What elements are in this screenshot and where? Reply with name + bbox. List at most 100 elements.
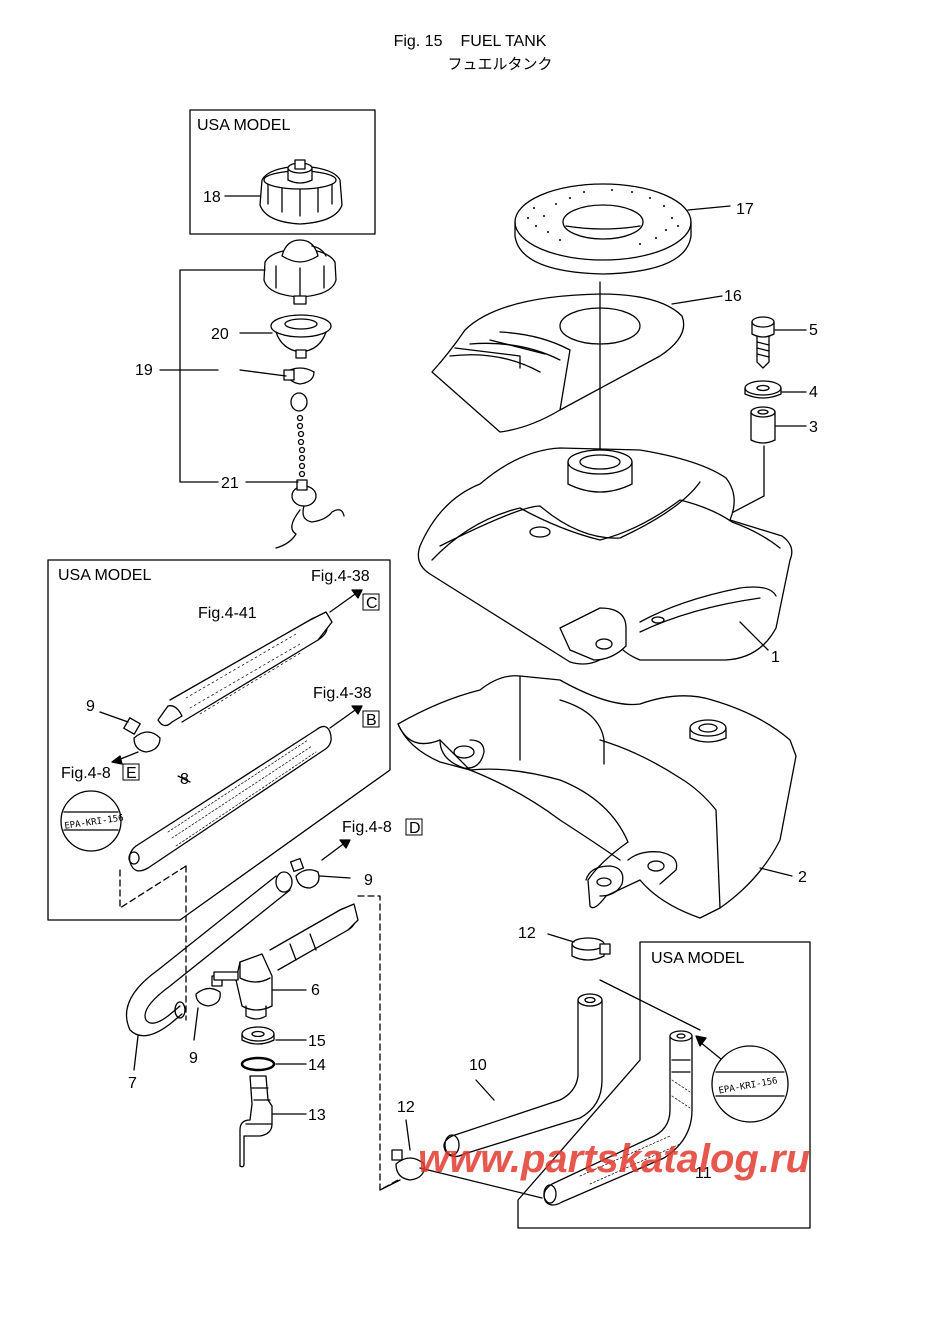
leader-9-upper	[99, 711, 129, 723]
callout-12-lower: 12	[397, 1099, 415, 1116]
seal-part-20	[270, 314, 332, 359]
callout-9-lower: 9	[189, 1050, 198, 1067]
arrow-b-line	[329, 707, 359, 729]
leader-9-mid	[319, 875, 351, 879]
usa-model-label-bottom: USA MODEL	[651, 950, 744, 967]
usa-model-label-top: USA MODEL	[197, 117, 290, 134]
arrow-c-head	[351, 589, 363, 599]
callout-10: 10	[469, 1057, 487, 1074]
arrow-b-head	[351, 705, 363, 715]
ref-fig-4-38-c: Fig.4-38	[311, 568, 370, 585]
callout-12-upper: 12	[518, 925, 536, 942]
leader-1	[739, 621, 769, 651]
leader-10	[475, 1079, 495, 1101]
clamp-part-12-lower	[391, 1149, 425, 1181]
hose-fig-4-41	[157, 611, 333, 727]
leader-7	[133, 1035, 139, 1071]
fuel-cock-part-6	[213, 903, 359, 1020]
bracket-19	[179, 269, 266, 483]
callout-7: 7	[128, 1075, 137, 1092]
ref-box-c-label: C	[366, 595, 378, 612]
callout-15: 15	[308, 1033, 326, 1050]
ref-box-e	[122, 763, 140, 781]
strainer-part-13	[239, 1075, 273, 1168]
bolt-part-5	[751, 316, 775, 369]
usa-model-box-bottom	[517, 941, 811, 1229]
callout-18: 18	[203, 189, 221, 206]
fuel-tank-part-1	[417, 447, 793, 665]
hose-part-11	[543, 1030, 693, 1206]
callout-9-mid: 9	[364, 872, 373, 889]
link-line-10-11	[599, 979, 701, 1031]
ref-box-d	[405, 818, 423, 836]
arrow-d-line	[321, 841, 347, 861]
washer-part-15	[241, 1026, 275, 1045]
callout-19: 19	[135, 362, 153, 379]
leader-16	[671, 295, 723, 305]
ref-fig-4-8-d: Fig.4-8	[342, 819, 392, 836]
leader-17	[687, 205, 731, 211]
pad-part-17	[514, 183, 692, 275]
clamp-part-9-upper	[123, 717, 161, 753]
clamp-part-12-upper	[571, 937, 611, 961]
callout-1: 1	[771, 649, 780, 666]
usa-model-box-left	[47, 559, 391, 921]
callout-9-upper: 9	[86, 698, 95, 715]
tank-case-part-2	[397, 675, 797, 919]
ref-fig-4-41: Fig.4-41	[198, 605, 257, 622]
leader-12-lower	[405, 1119, 411, 1151]
callout-20: 20	[211, 326, 229, 343]
arrow-e-head	[111, 755, 123, 765]
epa-stamp-right	[711, 1045, 789, 1123]
epa-stamp-left	[60, 790, 122, 852]
ref-box-b-label: B	[366, 712, 377, 729]
arrow-c-line	[329, 591, 359, 613]
callout-16: 16	[724, 288, 742, 305]
link-line-12	[379, 1167, 543, 1199]
figure-title-japanese: フュエルタンク	[447, 55, 553, 73]
arrow-d-head	[339, 839, 351, 849]
callout-14: 14	[308, 1057, 326, 1074]
callout-3: 3	[809, 419, 818, 436]
hose-part-7	[125, 871, 293, 1037]
callout-4: 4	[809, 384, 818, 401]
callout-2: 2	[798, 869, 807, 886]
hose-part-10	[443, 993, 603, 1158]
usa-model-label-left: USA MODEL	[58, 567, 151, 584]
leader-12-upper	[547, 933, 575, 943]
ref-box-d-label: D	[409, 820, 421, 837]
figure-title: Fig. 15 FUEL TANK	[0, 33, 940, 51]
leader-9-lower	[193, 1007, 199, 1041]
fuel-cap-usa-part	[259, 159, 343, 225]
callout-8: 8	[180, 771, 189, 788]
callout-13: 13	[308, 1107, 326, 1124]
callout-6: 6	[311, 982, 320, 999]
chain-clip	[283, 367, 315, 412]
clamp-part-9-mid	[289, 857, 320, 889]
ref-box-e-label: E	[126, 765, 137, 782]
o-ring-part-14	[240, 1056, 276, 1072]
callout-5: 5	[809, 322, 818, 339]
ref-fig-4-8-e: Fig.4-8	[61, 765, 111, 782]
ref-fig-4-38-b: Fig.4-38	[313, 685, 372, 702]
watermark-text: www.partskatalog.ru	[418, 1137, 810, 1181]
sheet-part-16	[431, 293, 685, 433]
leader-8	[177, 775, 191, 783]
dashed-link-right	[357, 895, 399, 1191]
leader-2	[759, 867, 793, 877]
figure-number: Fig. 15	[393, 33, 443, 50]
ref-box-b	[362, 710, 380, 728]
callout-17: 17	[736, 201, 754, 218]
chain-part-21	[275, 414, 345, 549]
figure-name: FUEL TANK	[460, 33, 547, 50]
callout-11: 11	[695, 1165, 712, 1182]
ref-box-c	[362, 593, 380, 611]
usa-model-box-top	[189, 109, 376, 235]
leader-19b	[239, 369, 287, 377]
hose-part-8	[128, 725, 332, 872]
clamp-part-9-lower	[195, 975, 223, 1007]
collar-part-3	[750, 406, 776, 444]
dashed-link-left	[119, 865, 187, 909]
washer-part-4	[744, 380, 782, 399]
